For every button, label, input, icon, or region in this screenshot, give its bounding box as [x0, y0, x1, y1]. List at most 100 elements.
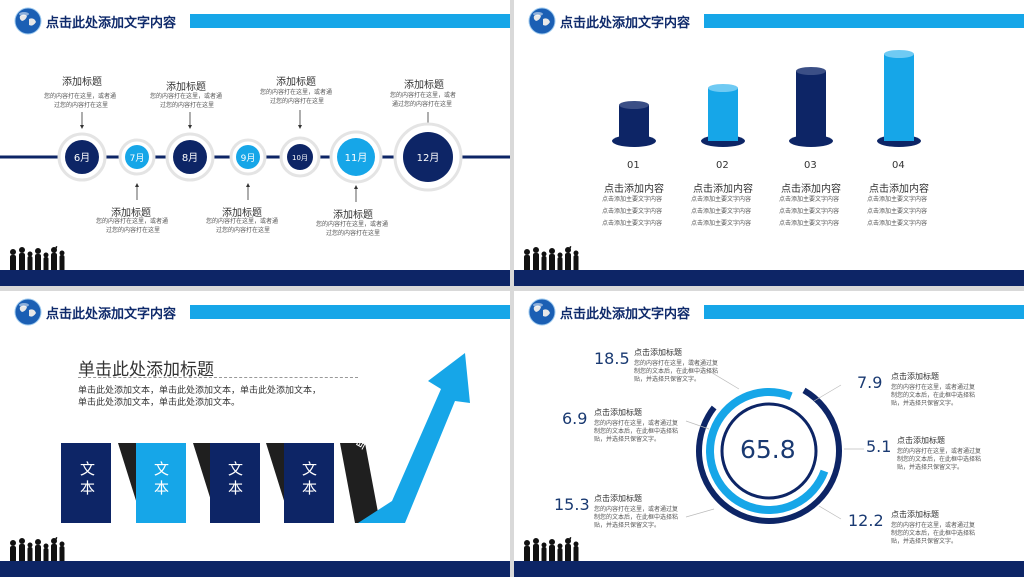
steps-body: 单击此处添加文本，单击此处添加文本。 [78, 398, 241, 408]
donut-item-text: 贴，并选择只保留文字。 [891, 538, 958, 545]
slide-title: 点击此处添加文字内容 [560, 16, 691, 31]
timeline-item-text: 过您的内容打在这里 [160, 102, 215, 109]
month-label: 8月 [182, 152, 198, 164]
donut-value: 12.2 [848, 511, 884, 530]
step-label: 文本 [300, 461, 318, 499]
timeline-item-title: 添加标题 [111, 208, 151, 219]
people-silhouette [10, 537, 65, 563]
bar-number: 02 [716, 160, 729, 171]
steps-body: 单击此处添加文本，单击此处添加文本，单击此处添加文本， [78, 386, 322, 396]
footer-bar [514, 270, 1024, 286]
step-block [284, 443, 334, 523]
donut-item-text: 您的内容打在这里，或者通过复 [634, 360, 719, 367]
timeline-item-text: 您的内容打在这里，或者通 [206, 218, 279, 225]
month-label: 6月 [74, 152, 90, 164]
donut-item-title: 点击添加标题 [897, 436, 945, 445]
footer-bar [0, 561, 510, 577]
cylinder-03 [796, 67, 826, 141]
bar-desc-col: 点击添加主要文字内容点击添加主要文字内容点击添加主要文字内容 [691, 196, 752, 227]
donut-item-text: 制您的文本后，在此框中选择粘 [891, 530, 976, 537]
heading-divider [78, 377, 358, 378]
donut-graphic [685, 358, 864, 524]
bar-number: 04 [892, 160, 905, 171]
bar-desc-col: 点击添加主要文字内容点击添加主要文字内容点击添加主要文字内容 [602, 196, 663, 227]
timeline-item-text: 您的内容打在这里，或者通 [316, 221, 389, 228]
month-label: 12月 [417, 152, 440, 164]
slide-donut: 点击此处添加文字内容 65.8 18.5 点击添加标题 您的内容打在这里，或者通… [514, 291, 1024, 577]
timeline-item-text: 过您的内容打在这里 [54, 102, 109, 109]
bar-title: 点击添加内容 [604, 184, 664, 195]
donut-item-title: 点击添加标题 [634, 348, 682, 357]
donut-item-text: 您的内容打在这里，或者通过复 [594, 420, 679, 427]
donut-item-title: 点击添加标题 [594, 494, 642, 503]
step-block [61, 443, 111, 523]
donut-value: 6.9 [562, 409, 588, 428]
timeline-item-text: 您的内容打在这里，或者通 [44, 93, 117, 100]
timeline-item-title: 添加标题 [276, 77, 316, 88]
donut-value: 15.3 [554, 495, 590, 514]
timeline-item-text: 您的内容打在这里，或者通 [150, 93, 223, 100]
timeline-item-text: 您的内容打在这里，或者 [390, 92, 457, 99]
slide-title: 点击此处添加文字内容 [560, 307, 691, 322]
timeline-item-text: 过您的内容打在这里 [106, 227, 161, 234]
slide-steps: 点击此处添加文字内容 单击此处添加标题 单击此处添加文本，单击此处添加文本，单击… [0, 291, 510, 577]
slide-title: 点击此处添加文字内容 [46, 16, 177, 31]
title-bar [704, 305, 1024, 319]
donut-value: 18.5 [594, 349, 630, 368]
people-silhouette [524, 246, 579, 272]
step-label: 文本 [226, 461, 244, 499]
people-silhouette [524, 537, 579, 563]
donut-item-text: 制您的文本后，在此框中选择粘 [897, 456, 982, 463]
bar-desc-col: 点击添加主要文字内容点击添加主要文字内容点击添加主要文字内容 [779, 196, 840, 227]
donut-item-text: 贴，并选择只保留文字。 [594, 436, 661, 443]
donut-item-text: 贴，并选择只保留文字。 [634, 376, 701, 383]
donut-item-text: 您的内容打在这里，或者通过复 [594, 506, 679, 513]
bar-number: 03 [804, 160, 817, 171]
donut-item-text: 贴，并选择只保留文字。 [897, 464, 964, 471]
donut-item-title: 点击添加标题 [891, 510, 939, 519]
bar-title: 点击添加内容 [869, 184, 929, 195]
month-label: 11月 [345, 152, 368, 164]
timeline-item-text: 您的内容打在这里，或者通 [260, 89, 333, 96]
timeline-item-title: 添加标题 [222, 208, 262, 219]
growth-arrow [358, 353, 470, 523]
donut-item-text: 制您的文本后，在此框中选择粘 [594, 514, 679, 521]
timeline-item-text: 过您的内容打在这里 [326, 230, 381, 237]
month-label: 10月 [292, 154, 308, 162]
title-bar [190, 14, 510, 28]
timeline-item-text: 通过您的内容打在这里 [392, 101, 453, 108]
slide-title: 点击此处添加文字内容 [46, 307, 177, 322]
donut-item-text: 贴，并选择只保留文字。 [594, 522, 661, 529]
footer-bar [0, 270, 510, 286]
cylinder-graphic [612, 50, 921, 147]
title-bar [190, 305, 510, 319]
donut-item-title: 点击添加标题 [594, 408, 642, 417]
timeline-item-title: 添加标题 [404, 80, 444, 91]
donut-item-text: 您的内容打在这里，或者通过复 [891, 384, 976, 391]
donut-item-text: 您的内容打在这里，或者通过复 [891, 522, 976, 529]
step-label: 文本 [78, 461, 96, 499]
slide-cylinders: 点击此处添加文字内容 01 02 03 04 点击添加内容 点击 [514, 0, 1024, 286]
timeline-item-title: 添加标题 [62, 77, 102, 88]
timeline-item-text: 过您的内容打在这里 [270, 98, 325, 105]
timeline-item-text: 您的内容打在这里，或者通 [96, 218, 169, 225]
donut-item-text: 贴，并选择只保留文字。 [891, 400, 958, 407]
footer-bar [514, 561, 1024, 577]
donut-item-text: 制您的文本后，在此框中选择粘 [594, 428, 679, 435]
donut-item-text: 制您的文本后，在此框中选择粘 [634, 368, 719, 375]
step-block [136, 443, 186, 523]
month-label: 9月 [241, 153, 256, 164]
donut-item-text: 您的内容打在这里，或者通过复 [897, 448, 982, 455]
donut-item-text: 制您的文本后，在此框中选择粘 [891, 392, 976, 399]
donut-value: 7.9 [857, 373, 883, 392]
slide-timeline: 点击此处添加文字内容 [0, 0, 510, 286]
timeline-item-text: 过您的内容打在这里 [216, 227, 271, 234]
donut-item-title: 点击添加标题 [891, 372, 939, 381]
timeline-graphic: 6月 7月 8月 9月 10月 11月 12月 [0, 110, 510, 202]
steps-heading: 单击此处添加标题 [78, 360, 214, 380]
step-label: 文本 [152, 461, 170, 499]
bar-title: 点击添加内容 [693, 184, 753, 195]
month-label: 7月 [130, 153, 145, 164]
bar-number: 01 [627, 160, 640, 171]
bar-title: 点击添加内容 [781, 184, 841, 195]
